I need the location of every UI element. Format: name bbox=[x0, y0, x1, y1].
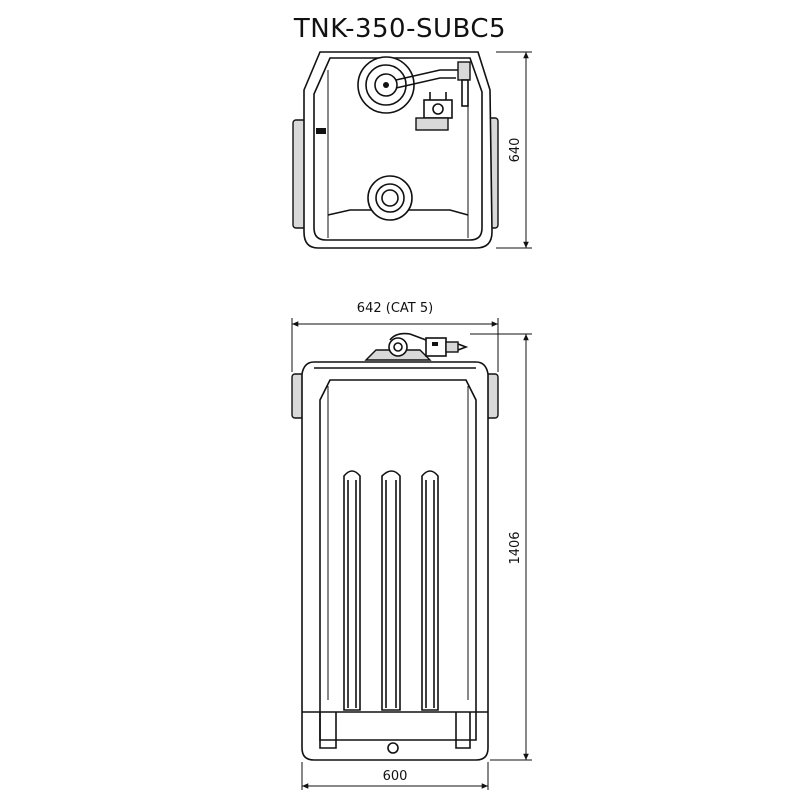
top-view-screw bbox=[316, 128, 326, 134]
top-view bbox=[292, 51, 499, 249]
dimension-height: 1406 bbox=[470, 333, 532, 761]
top-view-inner-outline bbox=[313, 57, 483, 241]
top-view-valve bbox=[415, 92, 453, 131]
top-view-fitting bbox=[457, 61, 471, 81]
front-view-fittings bbox=[364, 332, 469, 361]
front-view-outer-body bbox=[301, 361, 489, 761]
dimension-base-width: 600 bbox=[301, 762, 489, 790]
front-view-inner-body bbox=[319, 379, 477, 741]
dimension-overall-width-label: 642 (CAT 5) bbox=[357, 301, 433, 316]
top-view-outlet bbox=[367, 175, 413, 221]
front-view-grooves bbox=[343, 470, 439, 711]
front-view-drain bbox=[387, 742, 399, 754]
drawing-title: TNK-350-SUBC5 bbox=[293, 14, 507, 44]
dimension-depth: 640 bbox=[496, 51, 532, 249]
front-view bbox=[291, 332, 499, 761]
dimension-overall-width: 642 (CAT 5) bbox=[291, 301, 499, 372]
dimension-height-label: 1406 bbox=[508, 531, 523, 564]
dimension-depth-label: 640 bbox=[508, 138, 523, 163]
dimension-base-width-label: 600 bbox=[383, 769, 408, 784]
